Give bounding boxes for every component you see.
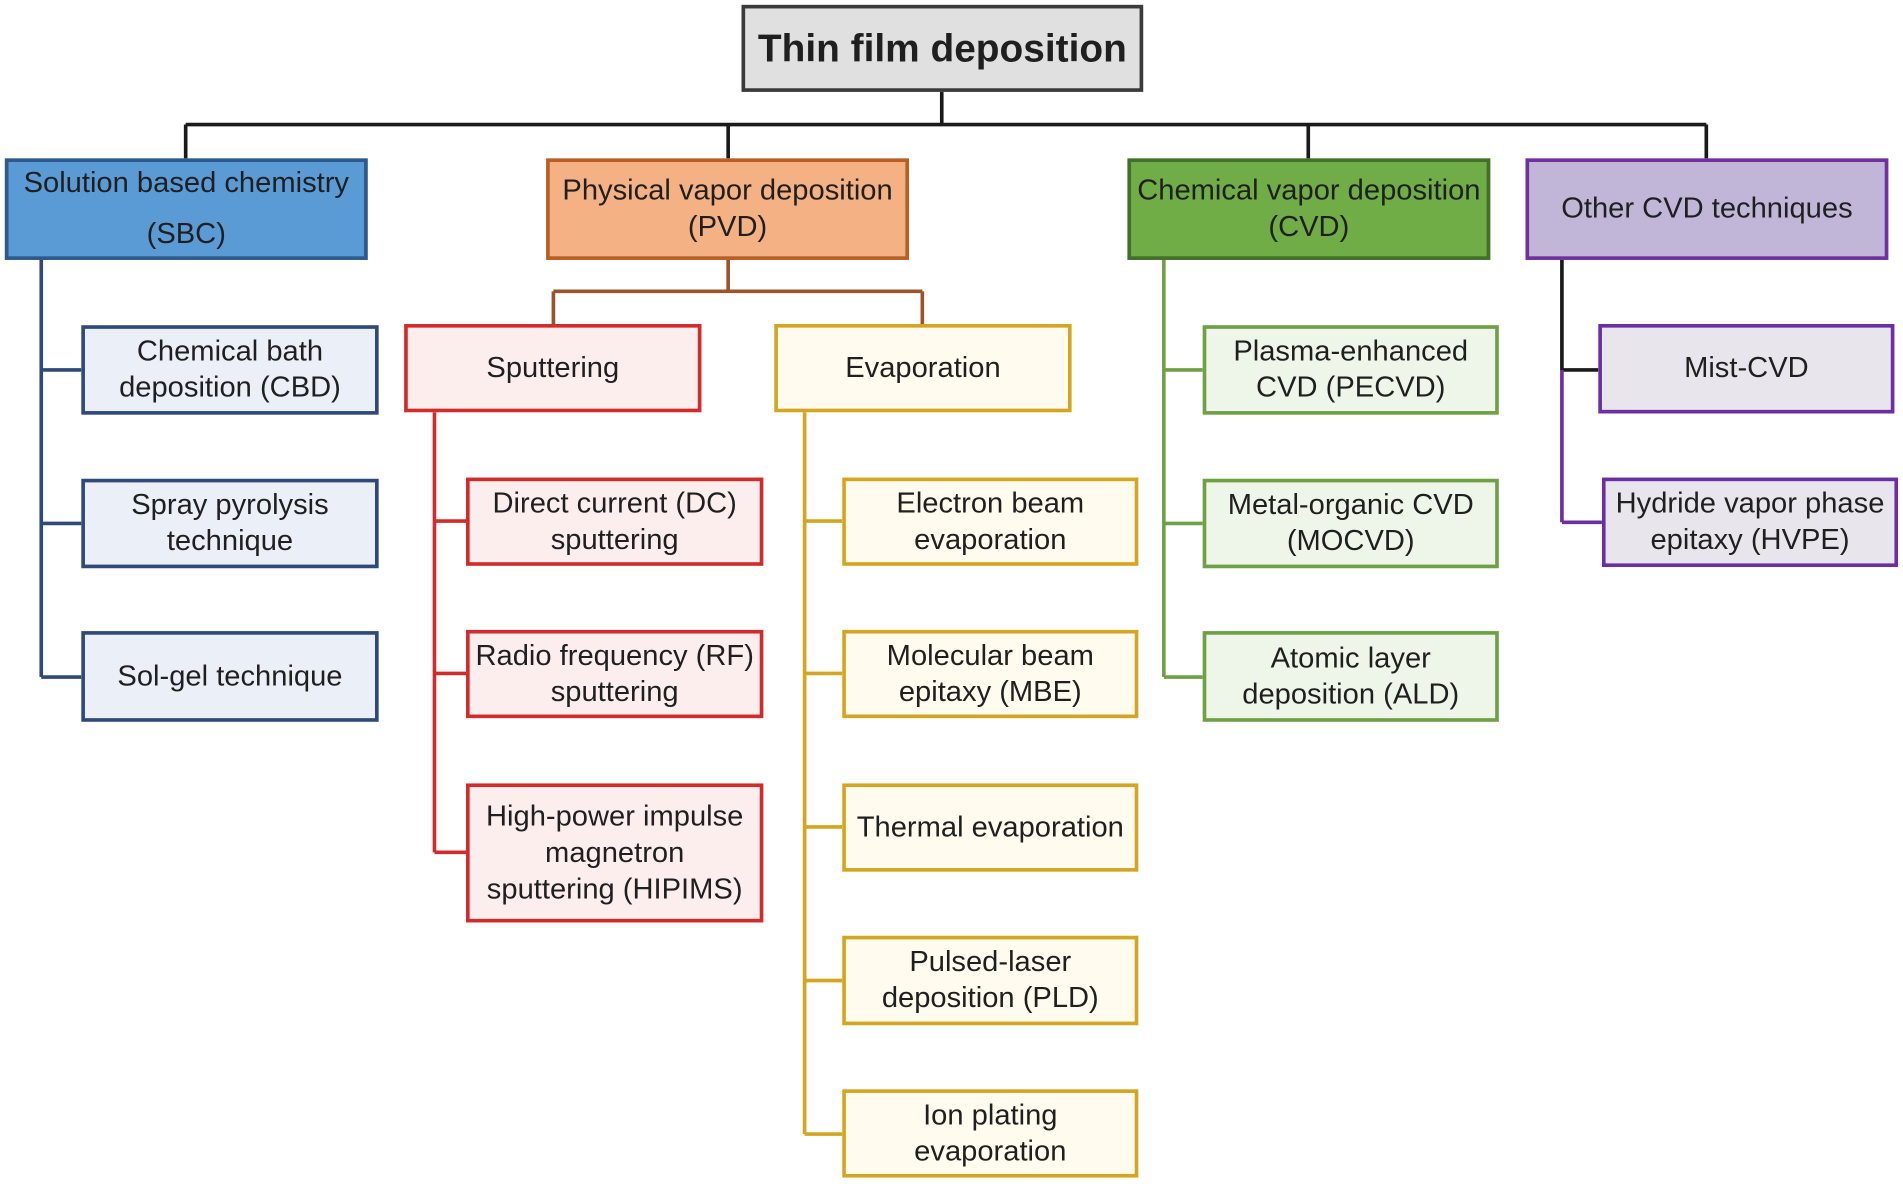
sbc-connectors bbox=[39, 259, 82, 679]
category-other: Other CVD techniques bbox=[1525, 158, 1889, 260]
sbc-item-label: Sol-gel technique bbox=[117, 659, 343, 693]
pvd-group-evaporation: Evaporation bbox=[774, 324, 1072, 413]
other-item: Mist-CVD bbox=[1598, 324, 1895, 414]
root-connectors bbox=[183, 91, 1709, 159]
sbc-item: Chemical bath deposition (CBD) bbox=[81, 325, 379, 415]
evaporation-item-label: Pulsed-laser deposition (PLD) bbox=[881, 945, 1099, 1015]
category-pvd-label: Physical vapor deposition (PVD) bbox=[562, 174, 893, 244]
cvd-item: Metal-organic CVD (MOCVD) bbox=[1202, 478, 1499, 569]
category-sbc: Solution based chemistry (SBC) bbox=[4, 158, 368, 260]
sputtering-item: High-power impulse magnetron sputtering … bbox=[466, 783, 764, 923]
evaporation-item: Electron beam evaporation bbox=[842, 477, 1139, 566]
evaporation-item-label: Ion plating evaporation bbox=[914, 1098, 1067, 1168]
evaporation-item: Ion plating evaporation bbox=[842, 1089, 1139, 1178]
other-item-label: Hydride vapor phase epitaxy (HVPE) bbox=[1615, 487, 1885, 557]
category-sbc-label: Solution based chemistry (SBC) bbox=[23, 166, 349, 251]
sputtering-item: Direct current (DC) sputtering bbox=[466, 477, 764, 566]
sputtering-item-label: High-power impulse magnetron sputtering … bbox=[485, 799, 744, 905]
category-other-label: Other CVD techniques bbox=[1561, 192, 1853, 225]
cvd-item-label: Metal-organic CVD (MOCVD) bbox=[1227, 488, 1474, 558]
sbc-item: Spray pyrolysis technique bbox=[81, 478, 379, 569]
sbc-item-label: Spray pyrolysis technique bbox=[131, 488, 329, 558]
pvd-group-sputtering-label: Sputtering bbox=[486, 351, 620, 384]
category-pvd: Physical vapor deposition (PVD) bbox=[546, 158, 909, 260]
cvd-item: Plasma-enhanced CVD (PECVD) bbox=[1202, 325, 1499, 415]
evaporation-item-label: Electron beam evaporation bbox=[896, 486, 1085, 556]
other-item-label: Mist-CVD bbox=[1684, 351, 1809, 385]
pvd-group-sputtering: Sputtering bbox=[404, 324, 702, 413]
sputtering-item-label: Direct current (DC) sputtering bbox=[492, 486, 737, 556]
cvd-item: Atomic layer deposition (ALD) bbox=[1202, 631, 1499, 722]
evaporation-item-label: Thermal evaporation bbox=[856, 810, 1124, 844]
pvd-connectors bbox=[551, 259, 925, 325]
cvd-item-label: Plasma-enhanced CVD (PECVD) bbox=[1233, 334, 1469, 404]
other-connectors bbox=[1560, 259, 1602, 525]
evaporation-item: Pulsed-laser deposition (PLD) bbox=[842, 935, 1139, 1026]
pvd-group-evaporation-label: Evaporation bbox=[845, 351, 1001, 384]
sputtering-item-label: Radio frequency (RF) sputtering bbox=[475, 638, 754, 708]
root-node: Thin film deposition bbox=[741, 4, 1144, 92]
category-cvd-label: Chemical vapor deposition (CVD) bbox=[1137, 174, 1481, 244]
cvd-connectors bbox=[1162, 259, 1203, 679]
other-item: Hydride vapor phase epitaxy (HVPE) bbox=[1601, 477, 1899, 568]
category-cvd: Chemical vapor deposition (CVD) bbox=[1127, 158, 1491, 260]
evaporation-item-label: Molecular beam epitaxy (MBE) bbox=[886, 638, 1094, 708]
evaporation-item: Thermal evaporation bbox=[842, 783, 1139, 872]
sbc-item: Sol-gel technique bbox=[81, 631, 379, 722]
sputtering-connectors bbox=[432, 412, 467, 855]
cvd-item-label: Atomic layer deposition (ALD) bbox=[1242, 641, 1460, 711]
root-label: Thin film deposition bbox=[757, 26, 1127, 71]
evaporation-connectors bbox=[802, 412, 843, 1136]
evaporation-item: Molecular beam epitaxy (MBE) bbox=[842, 629, 1139, 719]
sputtering-item: Radio frequency (RF) sputtering bbox=[466, 629, 764, 719]
sbc-item-label: Chemical bath deposition (CBD) bbox=[119, 334, 341, 404]
